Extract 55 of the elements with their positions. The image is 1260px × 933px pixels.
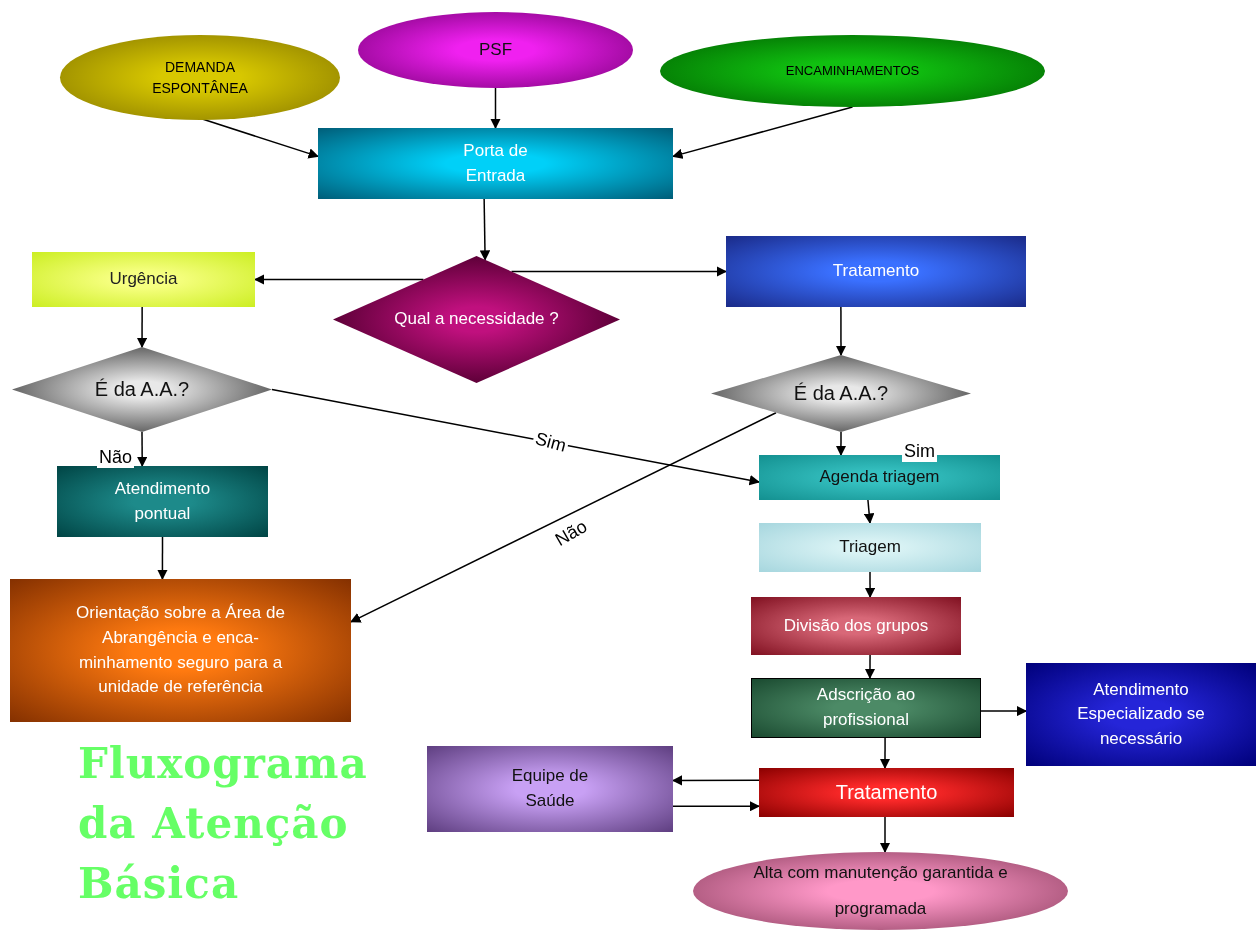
- arrow: [136, 306, 148, 349]
- arrow: [864, 571, 876, 599]
- node-text: Orientação sobre a Área de Abrangência e enca- minhamento seguro para a unidade de referência: [75, 602, 286, 699]
- arrow: [271, 388, 761, 486]
- process-box: [57, 466, 268, 537]
- node-text: Qual a necessidade ?: [394, 308, 559, 331]
- process-box: [759, 455, 1000, 500]
- title: Fluxograma da Atenção Básica: [78, 738, 369, 910]
- node-text: Agenda triagem: [819, 466, 940, 489]
- decision-diamond: [12, 347, 272, 432]
- node-text: Tratamento: [835, 780, 938, 805]
- node-text: Atendimento Especializado se necessário: [1076, 678, 1206, 750]
- arrow: [490, 87, 501, 130]
- arrow: [863, 499, 875, 525]
- decision-diamond: [711, 355, 971, 432]
- arrow: [672, 106, 854, 159]
- process-box: [32, 252, 255, 307]
- node-text: Divisão dos grupos: [783, 614, 929, 637]
- node-text: PSF: [478, 38, 513, 61]
- process-box: [759, 768, 1014, 817]
- node-text: DEMANDA ESPONTÂNEA: [151, 58, 249, 98]
- process-box: [10, 579, 351, 722]
- arrow: [864, 654, 876, 680]
- arrow: [835, 306, 847, 357]
- process-box: [751, 597, 961, 655]
- process-box: [751, 678, 981, 738]
- node-text: É da A.A.?: [793, 381, 889, 406]
- process-box: [726, 236, 1026, 307]
- edge-label: Não: [97, 448, 135, 468]
- node-text: Tratamento: [832, 260, 920, 283]
- arrow: [672, 800, 761, 812]
- arrow: [479, 198, 491, 261]
- node-text: Porta de Entrada: [462, 139, 529, 187]
- arrow: [350, 412, 777, 623]
- node-text: Urgência: [109, 268, 178, 291]
- arrow: [157, 536, 168, 581]
- arrow: [879, 816, 891, 854]
- decision-diamond: [333, 256, 620, 383]
- arrow: [879, 737, 891, 770]
- process-box: [318, 128, 673, 199]
- process-box: [427, 746, 673, 832]
- node-text: Equipe de Saúde: [510, 765, 590, 812]
- node-text: Triagem: [839, 536, 901, 559]
- arrow: [980, 705, 1028, 717]
- node-text: Atendimento pontual: [113, 477, 212, 525]
- arrow: [510, 266, 728, 277]
- arrow: [835, 431, 847, 457]
- node-text: Alta com manutenção garantida e programada: [752, 862, 1009, 920]
- process-box: [759, 523, 981, 572]
- node-text: ENCAMINHAMENTOS: [785, 61, 920, 80]
- edge-label: Sim: [902, 442, 937, 462]
- arrow: [136, 431, 148, 468]
- process-box: [1026, 663, 1256, 766]
- node-text: Adscrição ao profissional: [815, 684, 917, 731]
- node-text: É da A.A.?: [94, 377, 190, 402]
